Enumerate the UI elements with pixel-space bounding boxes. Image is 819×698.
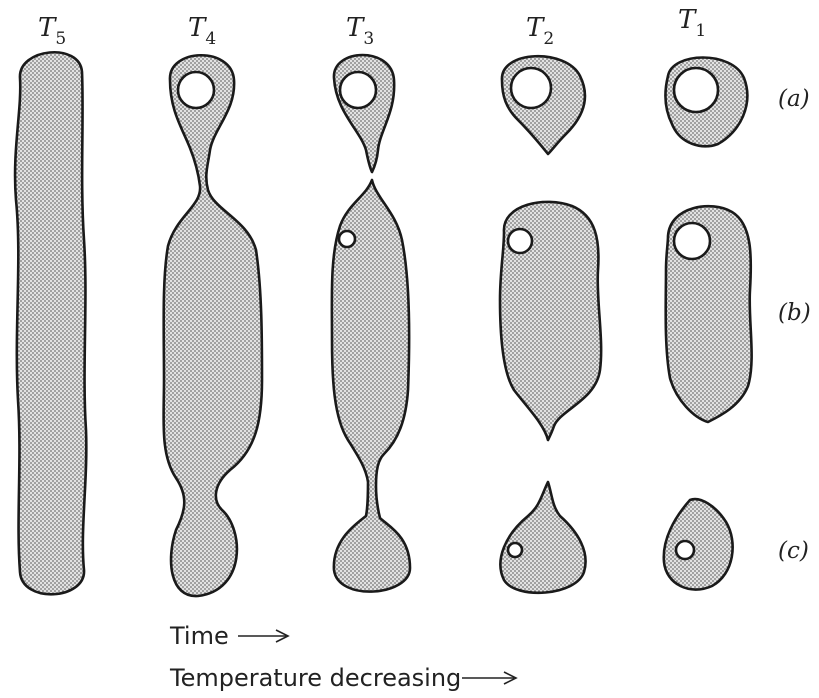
column-label-t1: T1	[678, 5, 706, 41]
column-label-t2: T2	[526, 13, 554, 49]
time-axis-label: Time	[169, 622, 229, 650]
row-label-c: (c)	[778, 538, 809, 564]
column-label-t3: T3	[346, 13, 374, 49]
time-arrow-icon	[238, 630, 288, 642]
t2-bottom-bubble	[508, 543, 522, 557]
row-label-a: (a)	[778, 86, 810, 112]
row-label-b: (b)	[778, 300, 811, 326]
t2-top-bubble	[511, 68, 551, 108]
column-t3-shapes	[332, 55, 410, 592]
axis-captions: Time Temperature decreasing	[169, 622, 516, 692]
t4-necking-body	[164, 55, 262, 596]
row-labels: (a) (b) (c)	[778, 86, 811, 564]
t1-middle-bubble	[674, 223, 710, 259]
t5-elongated-body	[15, 52, 86, 594]
temperature-axis-label: Temperature decreasing	[169, 664, 461, 692]
t2-bottom-droplet	[500, 482, 585, 593]
t2-middle-bubble	[508, 229, 532, 253]
column-label-t5: T5	[38, 13, 66, 49]
column-label-t4: T4	[188, 13, 216, 49]
t3-middle-bubble	[339, 231, 355, 247]
column-t5-shapes	[15, 52, 86, 594]
t1-top-bubble	[674, 68, 718, 112]
column-t2-shapes	[500, 56, 601, 593]
column-headers: T5 T4 T3 T2 T1	[38, 5, 706, 49]
t1-bottom-bubble	[676, 541, 694, 559]
column-t1-shapes	[664, 58, 752, 590]
t3-top-bubble	[340, 72, 376, 108]
t1-bottom-droplet	[664, 499, 733, 589]
temperature-arrow-icon	[462, 672, 516, 684]
t4-bubble	[178, 72, 214, 108]
column-t4-shapes	[164, 55, 262, 596]
